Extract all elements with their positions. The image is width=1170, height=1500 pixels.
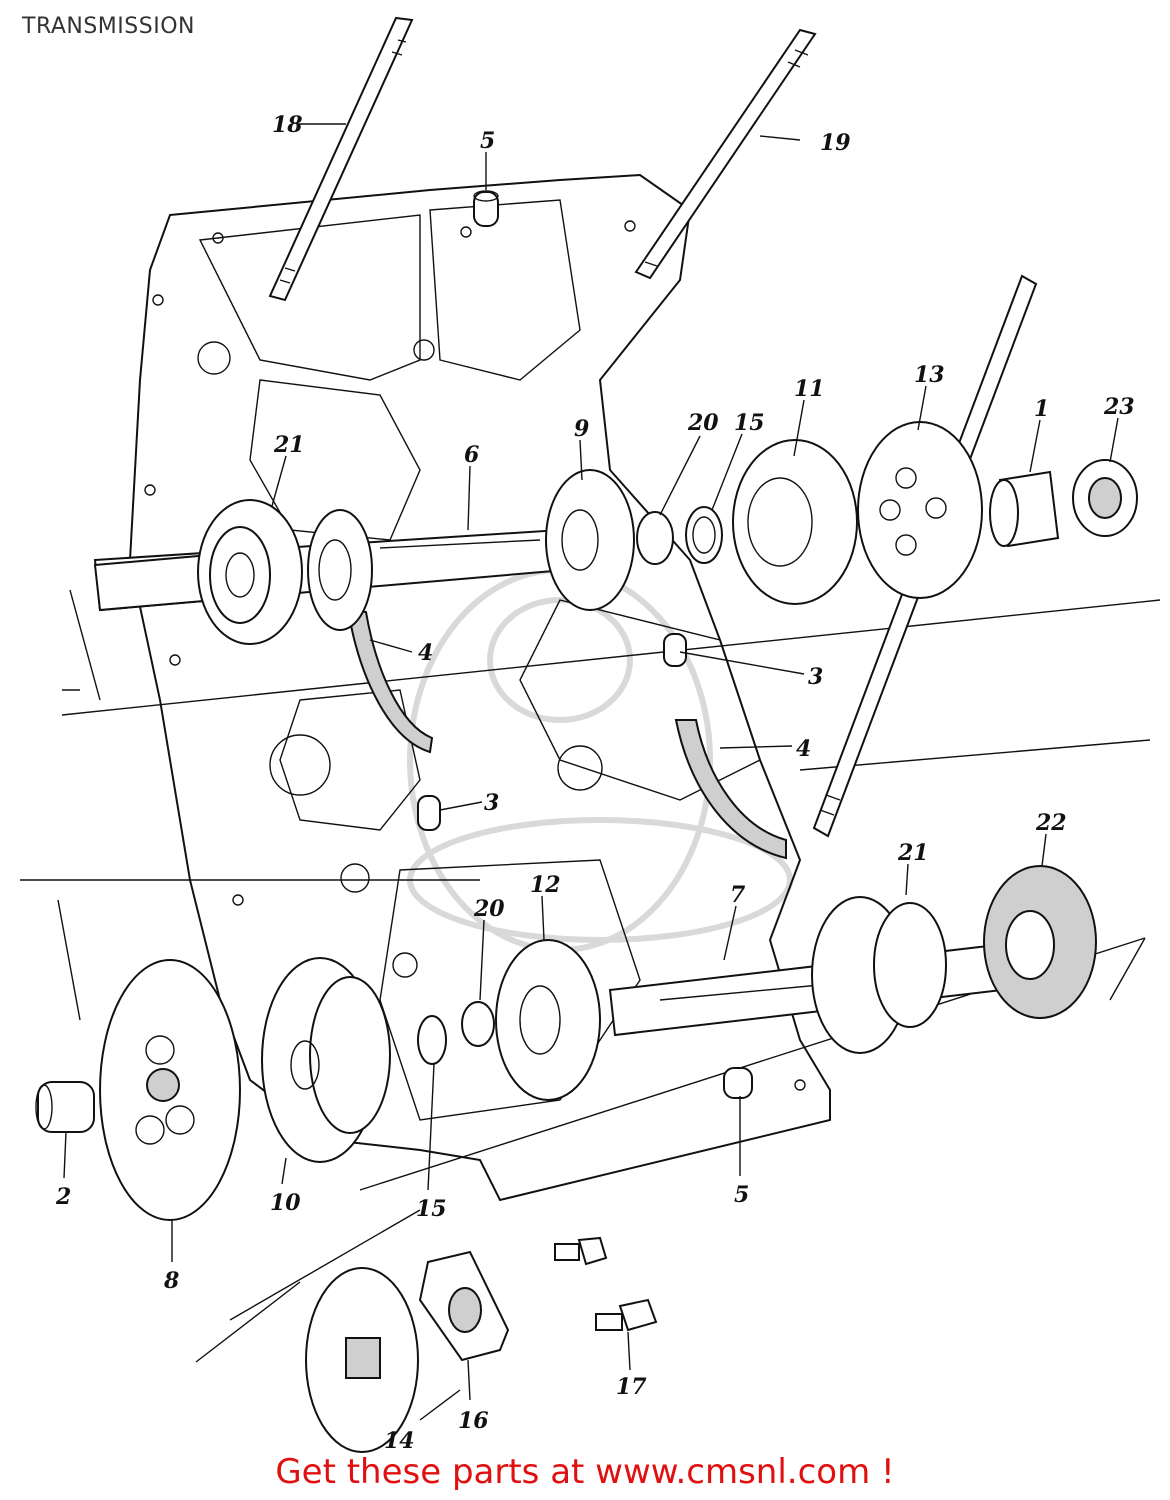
gear-on-main-shaft	[307, 509, 373, 631]
callout-4: 4	[796, 736, 811, 762]
bolt-17-lower	[595, 1298, 658, 1332]
circlip-20-lower	[461, 1001, 495, 1047]
bolt-17-upper	[554, 1236, 608, 1266]
stud-18	[268, 16, 414, 302]
washer-15-upper	[685, 506, 723, 564]
callout-16: 16	[458, 1408, 489, 1434]
callout-21: 21	[897, 840, 929, 866]
callout-6: 6	[464, 442, 479, 468]
bearing-21-upper	[197, 499, 303, 645]
callout-3: 3	[484, 790, 499, 816]
washer-15-lower	[417, 1015, 447, 1065]
bushing-1	[989, 470, 1060, 548]
diagram-title: TRANSMISSION	[22, 14, 195, 39]
callout-15: 15	[416, 1196, 447, 1222]
gear-9	[545, 469, 635, 611]
shift-fork-upper	[346, 608, 434, 754]
callout-7: 7	[730, 882, 746, 908]
callout-5: 5	[480, 128, 495, 154]
callout-4: 4	[418, 640, 433, 666]
dowel-5-upper	[473, 190, 499, 227]
circlip-20-upper	[636, 511, 674, 565]
gear-8	[99, 959, 241, 1221]
callout-3: 3	[808, 664, 823, 690]
callout-20: 20	[473, 896, 505, 922]
callout-15: 15	[734, 410, 765, 436]
callout-13: 13	[914, 362, 945, 388]
gear-13	[857, 421, 983, 599]
gear-12	[495, 939, 601, 1101]
crankcase-outline	[128, 173, 831, 1202]
callout-5: 5	[734, 1182, 749, 1208]
bearing-23	[1072, 459, 1138, 537]
gear-counter-cluster	[811, 896, 947, 1054]
callout-18: 18	[272, 112, 303, 138]
callout-14: 14	[384, 1428, 415, 1454]
gear-11	[732, 439, 858, 605]
callout-1: 1	[1034, 396, 1049, 422]
shift-fork-lower	[674, 719, 787, 860]
footer-parts-link[interactable]: Get these parts at www.cmsnl.com !	[275, 1452, 895, 1492]
callout-22: 22	[1035, 810, 1067, 836]
callout-2: 2	[55, 1184, 71, 1210]
sprocket-14	[305, 1267, 419, 1453]
callout-labels: 18 5 19 11 13 1 23 20 15 9 21 6 4 3 4 3 …	[55, 112, 1135, 1454]
callout-10: 10	[270, 1190, 301, 1216]
bushing-2	[35, 1081, 95, 1133]
callout-11: 11	[794, 376, 825, 402]
callout-9: 9	[574, 416, 589, 442]
callout-8: 8	[163, 1268, 179, 1294]
callout-19: 19	[820, 130, 851, 156]
leader-lines	[63, 123, 1119, 1401]
dowel-3-upper	[663, 633, 687, 667]
bearing-22	[983, 865, 1097, 1019]
dowel-5-lower	[723, 1067, 753, 1099]
lock-plate-16	[418, 1250, 510, 1362]
callout-23: 23	[1103, 394, 1135, 420]
callout-17: 17	[616, 1374, 647, 1400]
callout-12: 12	[530, 872, 561, 898]
callout-21: 21	[273, 432, 305, 458]
gear-10	[261, 957, 391, 1163]
stud-19	[634, 28, 817, 280]
dowel-3-lower	[417, 795, 441, 831]
callout-20: 20	[687, 410, 719, 436]
